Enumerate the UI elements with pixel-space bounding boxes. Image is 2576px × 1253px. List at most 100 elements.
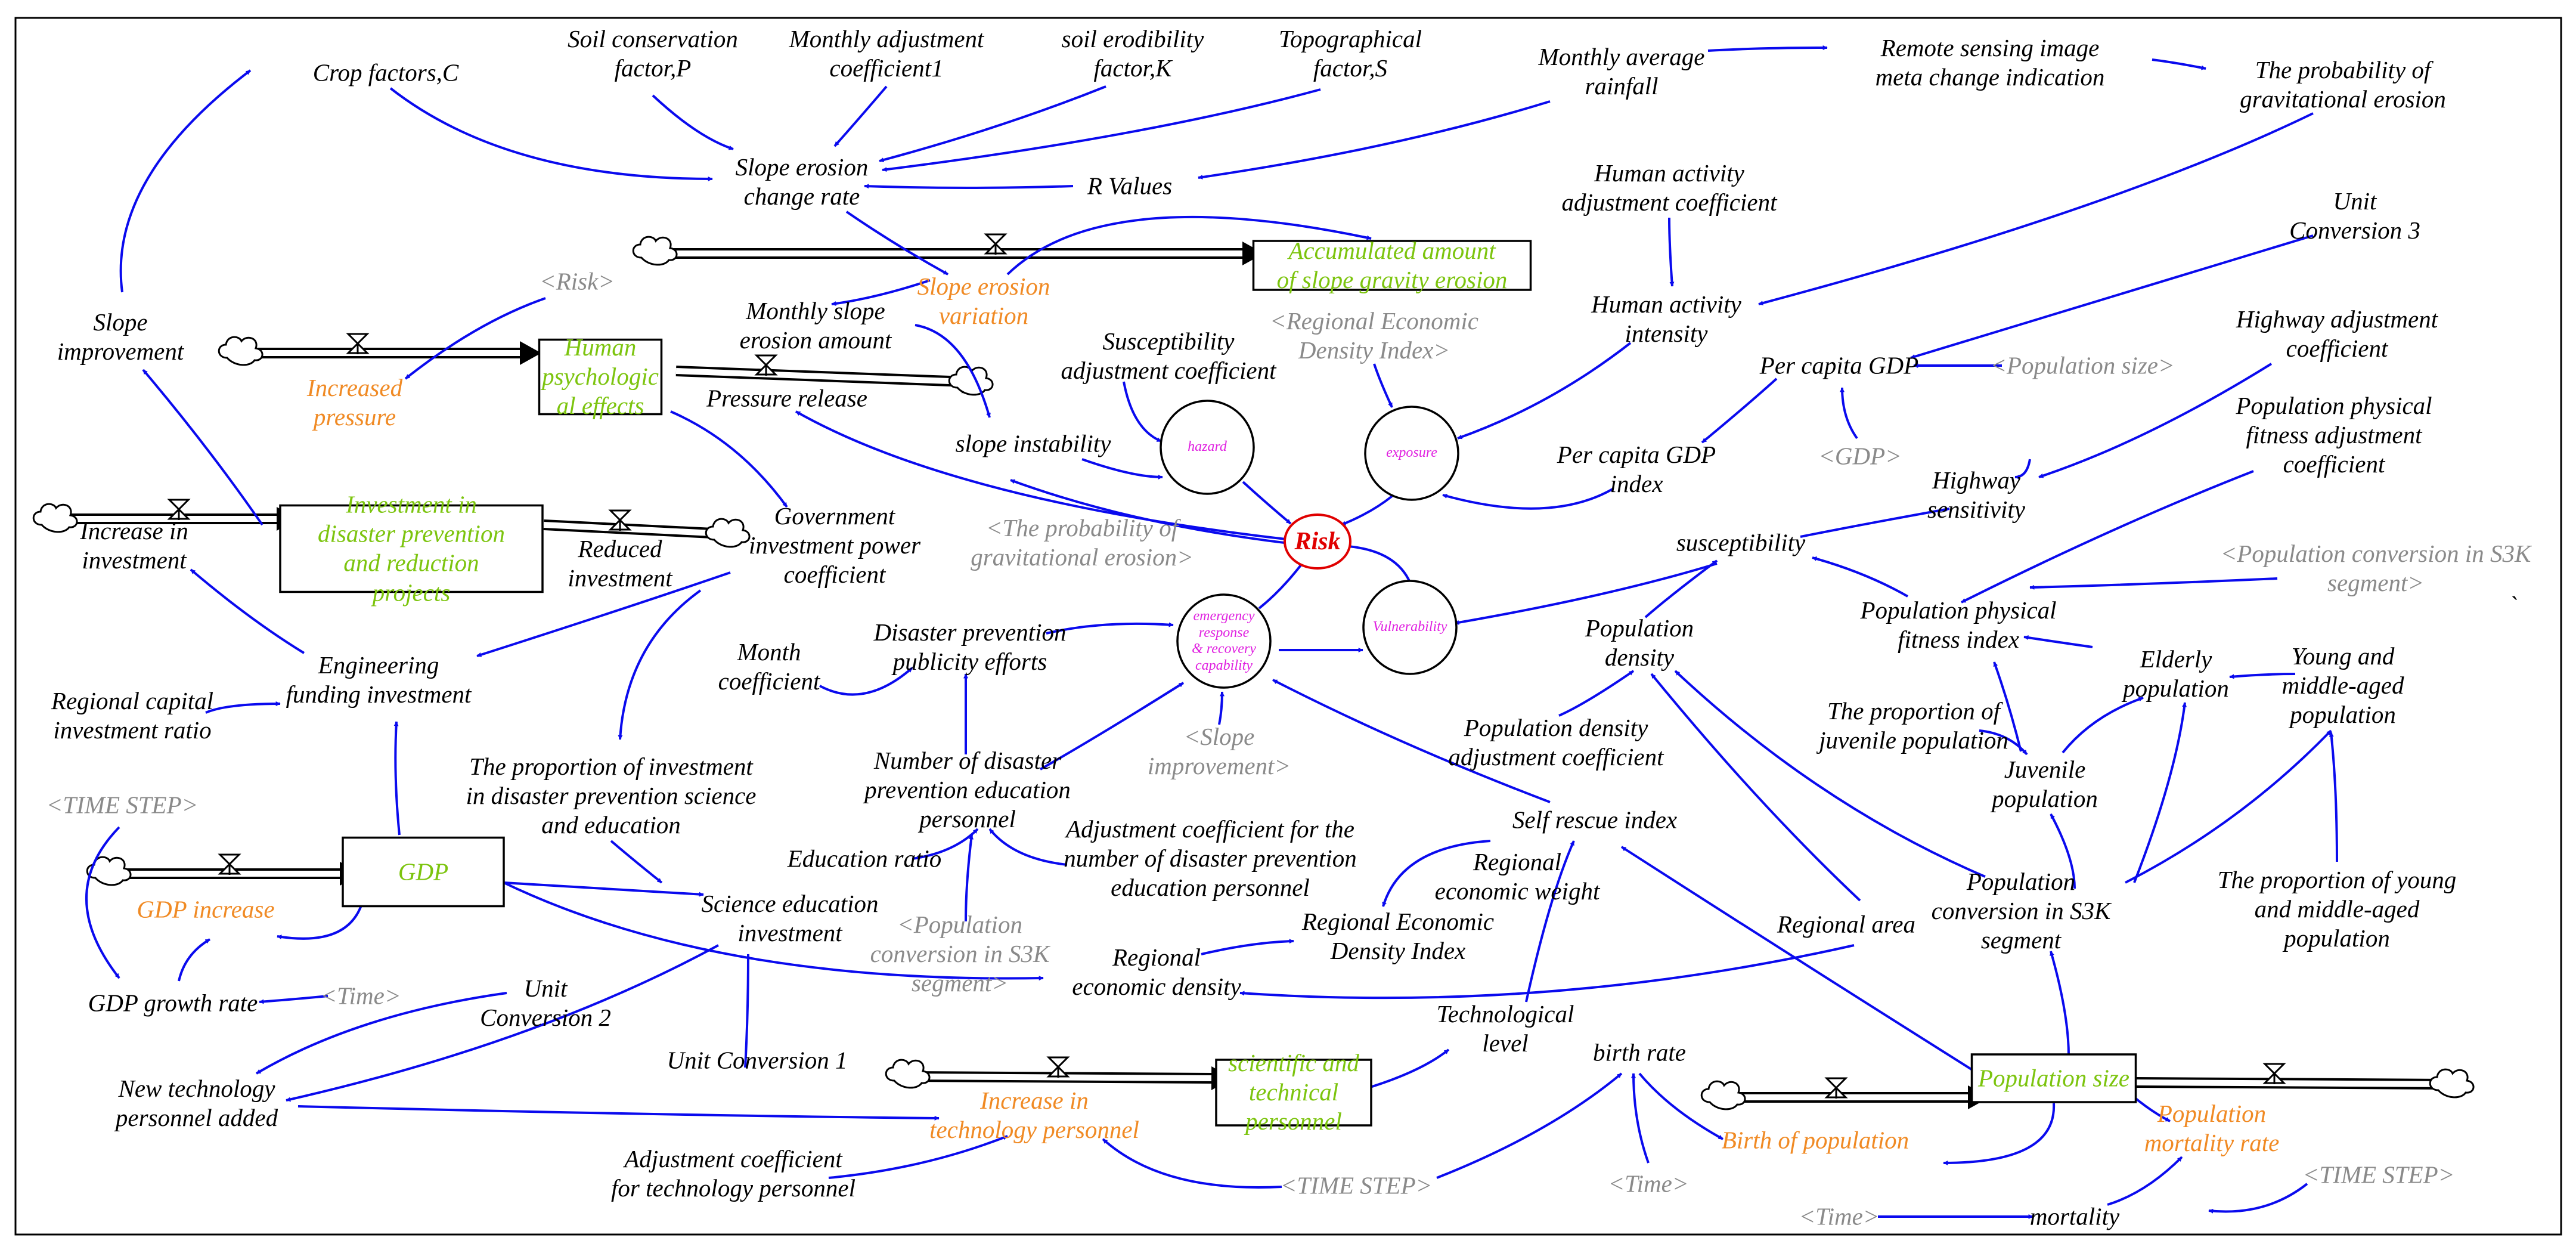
- link-juv-to-ppfi: [1993, 661, 2022, 752]
- node-label-adjdpe: Adjustment coefficient for the number of…: [1064, 815, 1357, 902]
- link-popconv-to-elderly: [2133, 702, 2187, 883]
- stock-box-humpsy: [538, 338, 663, 416]
- node-label-youngmid: Young and middle-aged population: [2281, 642, 2404, 729]
- link-gdp-to-engfund: [393, 721, 401, 836]
- node-label-popdensadj: Population density adjustment coefficien…: [1448, 713, 1664, 771]
- node-label-probgrav: The probability of gravitational erosion: [2240, 55, 2446, 113]
- node-label-rvalues: R Values: [1087, 172, 1173, 200]
- link-exposure-to-risk: [1341, 495, 1393, 526]
- investment-increase-flow: [32, 499, 298, 533]
- stock-box-gdp: [342, 836, 505, 908]
- node-label-suscadj: Susceptibility adjustment coefficient: [1061, 327, 1276, 384]
- node-label-pressrel: Pressure release: [706, 384, 867, 412]
- link-gdp-to-sciedu: [503, 881, 704, 897]
- node-label-rainfall: Monthly average rainfall: [1538, 42, 1705, 100]
- node-label-humpsy: Human psychologic al effects: [542, 333, 659, 420]
- link-govinv-to-propinv: [618, 589, 702, 740]
- node-label-scitech: scientific and technical personnel: [1228, 1049, 1359, 1136]
- cloud-icon: [885, 1059, 931, 1089]
- slope-erosion-flow: [632, 233, 1264, 266]
- node-label-pcgdp: Per capita GDP: [1759, 351, 1919, 379]
- stock-box-invdis: [279, 504, 544, 593]
- link-regarea-to-popdens: [1650, 673, 1861, 902]
- node-label-mortality: mortality: [2029, 1202, 2120, 1230]
- link-slope-change-to-variation: [845, 211, 948, 276]
- human-pressure-flow: [218, 333, 541, 366]
- link-activity-to-exposure: [1457, 342, 1632, 440]
- link-accum-to-variation: [1006, 215, 1372, 276]
- pressure-release-flow: [675, 354, 994, 396]
- diagram-frame: [14, 17, 2562, 1236]
- link-popdensadj-to-popdens: [1558, 670, 1635, 717]
- link-instability-to-hazard: [1081, 458, 1163, 479]
- link-young-to-elderly: [2229, 673, 2296, 679]
- link-risk-ghost-to-pressure: [404, 297, 546, 380]
- link-engfund-to-increase: [190, 568, 305, 654]
- link-ppfadj-to-ppfi: [1961, 470, 2254, 604]
- link-month-coef-to-publicity: [819, 667, 913, 696]
- link-time-to-birthrate: [1631, 1073, 1650, 1164]
- stock-box-scitech: [1215, 1059, 1372, 1127]
- node-label-gdpgrowth: GDP growth rate: [88, 989, 258, 1017]
- node-label-redinv: Reduced investment: [568, 534, 672, 592]
- link-hwysens-to-susc: [1800, 507, 1950, 538]
- link-juv-to-elderly: [2062, 697, 2144, 754]
- node-label-gdpinc: GDP increase: [137, 895, 275, 923]
- node-label-timeg2: <Time>: [1608, 1170, 1689, 1198]
- link-hae-to-activity: [1668, 217, 1675, 287]
- link-hwyadj-to-hwysens: [2014, 459, 2031, 479]
- node-label-popconvg: <Population conversion in S3K segment>: [2220, 539, 2531, 596]
- node-label-gdp: GDP: [398, 858, 449, 886]
- node-label-popsizeg: <Population size>: [1990, 351, 2175, 379]
- link-timestep3-to-mortality: [2208, 1183, 2308, 1214]
- node-label-inctech: Increase in technology personnel: [929, 1086, 1139, 1143]
- node-label-propinv: The proportion of investment in disaster…: [466, 753, 757, 839]
- node-label-popsize: Population size: [1978, 1064, 2129, 1092]
- node-shapes: [279, 240, 2137, 1127]
- link-publicity-to-emerg: [1046, 622, 1174, 635]
- circle-emerg: [1176, 593, 1272, 689]
- node-label-hwysens: Highway sensitivity: [1927, 466, 2025, 523]
- node-label-unitconv2: Unit Conversion 2: [480, 974, 611, 1031]
- cloud-icon: [1700, 1080, 1746, 1110]
- link-regarea-to-regecon: [1239, 944, 1855, 1000]
- node-label-selfrescue: Self rescue index: [1512, 806, 1678, 834]
- link-rsimage-to-probgrav: [2152, 58, 2206, 70]
- link-popdens-to-susc: [1644, 559, 1718, 618]
- node-label-soilcons: Soil conservation factor,P: [568, 24, 738, 82]
- mortality-flow: [2135, 1063, 2475, 1099]
- link-popconv-to-young: [2125, 729, 2332, 884]
- node-label-popmort: Population mortality rate: [2144, 1099, 2280, 1156]
- link-mortality-to-mortrate: [2107, 1156, 2183, 1206]
- node-label-tick: `: [2509, 591, 2517, 619]
- link-techlevel-to-self-rescue: [1525, 840, 1575, 1003]
- node-label-sevar: Slope erosion variation: [917, 272, 1050, 329]
- node-label-accum: Accumulated amount of slope gravity eros…: [1276, 236, 1508, 293]
- node-label-monthadj1: Monthly adjustment coefficient1: [789, 24, 984, 82]
- stock-box-popsize: [1970, 1053, 2137, 1103]
- link-regweight-to-redi: [1382, 840, 1491, 907]
- link-susc-adj-to-hazard: [1123, 381, 1162, 443]
- cloud-icon: [32, 503, 78, 533]
- link-invdis-to-slope-imp: [142, 369, 264, 526]
- link-time-to-growth: [259, 995, 328, 1004]
- link-elderly-to-ppfi: [2023, 635, 2093, 648]
- cloud-icon: [218, 336, 264, 366]
- link-crop-to-slope-change: [389, 87, 713, 181]
- node-label-ppfadj: Population physical fitness adjustment c…: [2236, 392, 2432, 478]
- node-label-popdens: Population density: [1585, 614, 1694, 671]
- link-propinv-to-sciedu: [610, 840, 663, 884]
- node-label-regcap: Regional capital investment ratio: [51, 686, 214, 744]
- tech-personnel-flow: [885, 1056, 1233, 1090]
- link-timestep-to-birthrate: [1436, 1072, 1623, 1179]
- link-rvalues-to-slope-change: [864, 184, 1074, 189]
- node-label-redig: <Regional Economic Density Index>: [1270, 307, 1478, 364]
- link-popconv-ghost-to-ppfi: [2029, 577, 2278, 590]
- link-uc2-to-newtech: [255, 992, 507, 1075]
- link-hazard-to-risk: [1242, 481, 1292, 525]
- link-birthrate-to-birth: [1638, 1072, 1723, 1140]
- node-label-humanint: Human activity intensity: [1591, 290, 1741, 347]
- node-label-sciedu: Science education investment: [701, 889, 879, 946]
- node-label-popconv: Population conversion in S3K segment: [1931, 868, 2111, 954]
- node-label-erodK: soil erodibility factor,K: [1061, 24, 1204, 82]
